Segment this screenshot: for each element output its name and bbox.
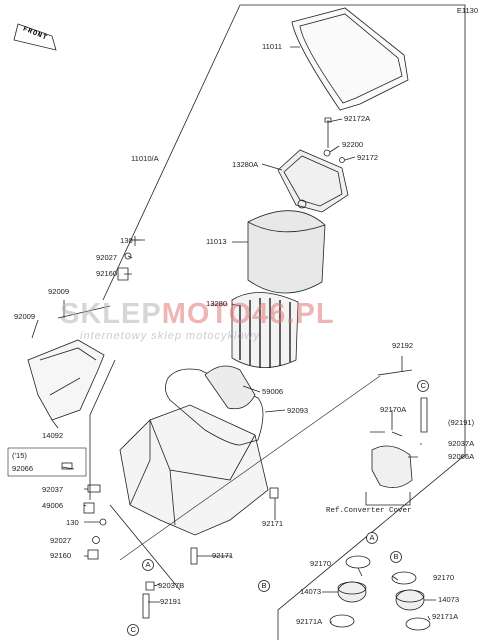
part-label: 92191: [160, 597, 182, 606]
grommet-92027: [124, 252, 132, 260]
year-note: ('15): [12, 451, 27, 460]
part-label: 130: [66, 518, 79, 527]
collar-92160-b: [87, 549, 99, 560]
clip-92037b: [145, 581, 155, 591]
part-label: 92037B: [158, 581, 185, 590]
part-label: 92200: [342, 140, 364, 149]
callout-c-main: [127, 624, 139, 636]
gasket-92093: [165, 368, 264, 446]
part-label: 92093: [287, 406, 309, 415]
part-label: 14073: [438, 595, 460, 604]
part-label: 92171: [262, 519, 284, 528]
front-arrow-icon: [13, 23, 57, 51]
part-label: 92171A: [432, 612, 459, 621]
part-label: 92066: [12, 464, 34, 473]
watermark-tagline: internetowy sklep motocyklowy: [80, 330, 261, 342]
part-label: (92191): [448, 418, 475, 427]
diagram-code: E1130: [456, 6, 478, 15]
damper-49006: [83, 502, 95, 514]
hose-92191: [142, 593, 150, 619]
callout-letter: C: [130, 625, 136, 634]
part-label: 92037A: [448, 439, 475, 448]
watermark-brand: SKLEPMOTO46.PL: [60, 300, 335, 329]
callout-letter: C: [420, 381, 426, 390]
ref-converter-cover-label: Ref.Converter Cover: [326, 507, 412, 515]
part-label: 92170A: [380, 405, 407, 414]
part-label: 92192: [392, 341, 414, 350]
clamp-92170-b: [391, 571, 417, 585]
part-label: 92027: [96, 253, 118, 262]
cap-92066: [61, 462, 73, 470]
bolt-92170a: [370, 431, 403, 437]
tube-92191: [420, 397, 428, 433]
converter-cover: [371, 445, 413, 488]
callout-a-main: [142, 559, 154, 571]
callout-b-right: [390, 551, 402, 563]
part-label: 92066A: [448, 452, 475, 461]
part-label: 92170: [310, 559, 332, 568]
part-label: 92170: [433, 573, 455, 582]
part-label: 92172: [357, 153, 379, 162]
collar-92160: [117, 267, 129, 281]
plate-59006: [204, 365, 256, 410]
part-label: 59006: [262, 387, 284, 396]
part-label: 130: [120, 236, 133, 245]
year-note-box: [7, 447, 87, 477]
part-label: 14073: [300, 587, 322, 596]
clip-92037: [87, 484, 101, 493]
part-label: 11011: [262, 42, 282, 51]
clamp-92171: [269, 487, 279, 499]
watermark-right: 46.PL: [252, 298, 335, 330]
part-label: 92171A: [296, 617, 323, 626]
part-label: 14092: [42, 431, 64, 440]
part-label: 92009: [14, 312, 36, 321]
part-label: 13280A: [232, 160, 259, 169]
clamp-92170-a: [345, 555, 371, 569]
cover-11011: [291, 7, 409, 111]
part-label: 49006: [42, 501, 64, 510]
callout-letter: B: [261, 581, 267, 590]
callout-c-right: [417, 380, 429, 392]
assembly-frame: [89, 4, 466, 640]
airbox-housing: [119, 404, 269, 536]
callout-letter: A: [369, 533, 375, 542]
part-label: 92160: [50, 551, 72, 560]
watermark-left: SKLEP: [60, 298, 162, 330]
pin-92009: [57, 305, 111, 319]
bolt-92172a: [324, 117, 332, 148]
part-label: 92160: [96, 269, 118, 278]
clamp-92171a-a: [329, 614, 355, 628]
part-label: 92171: [212, 551, 234, 560]
screw-130-b: [99, 518, 107, 526]
bolt-92172: [339, 157, 345, 163]
part-label: 92172A: [344, 114, 371, 123]
hose-92192: [377, 369, 413, 376]
washer-92200: [323, 149, 331, 157]
callout-letter: A: [145, 560, 151, 569]
tube-92171: [190, 547, 198, 565]
part-label: 92037: [42, 485, 64, 494]
cage-13280: [231, 292, 299, 368]
part-label: 92027: [50, 536, 72, 545]
part-label: 11010/A: [131, 154, 159, 163]
holder-13280a: [277, 149, 349, 213]
callout-a-right: [366, 532, 378, 544]
part-label: 92009: [48, 287, 70, 296]
part-label: 11013: [206, 237, 227, 246]
duct-14092: [27, 339, 105, 421]
watermark-mid: MOTO: [161, 298, 253, 330]
filter-11013: [247, 210, 326, 294]
clamp-92171a-b: [405, 617, 431, 631]
callout-b-main: [258, 580, 270, 592]
part-label: 13280: [206, 299, 228, 308]
grommet-92027-b: [92, 536, 100, 544]
callout-letter: B: [393, 552, 399, 561]
